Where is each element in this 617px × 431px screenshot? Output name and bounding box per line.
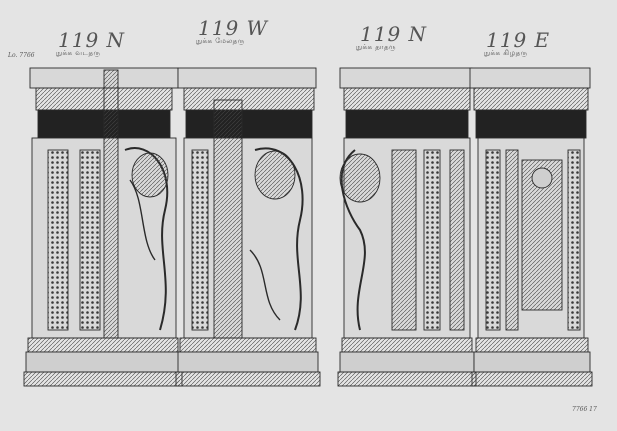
plate-number-4: 119 E	[486, 28, 551, 52]
plate-number-2: 119 W	[198, 16, 269, 40]
plate-caption-4: நுக்க கிழதரு	[484, 49, 528, 57]
plate-number-1: 119 N	[58, 28, 126, 52]
plate-number-3: 119 N	[360, 22, 428, 46]
pillar-1	[23, 67, 183, 387]
plate-caption-1: நுக்க வடதரு	[56, 49, 101, 57]
corner-note-top-left: Lo. 7766	[8, 52, 35, 59]
plate-caption-3: நுக்க தாதரு	[356, 43, 396, 51]
pillar-3	[337, 67, 477, 387]
pillar-2	[175, 67, 321, 387]
corner-note-bottom-right: 7766 17	[572, 406, 597, 413]
pillar-4	[469, 67, 593, 387]
plate-caption-2: நுக்க மேலதரு	[196, 37, 245, 45]
